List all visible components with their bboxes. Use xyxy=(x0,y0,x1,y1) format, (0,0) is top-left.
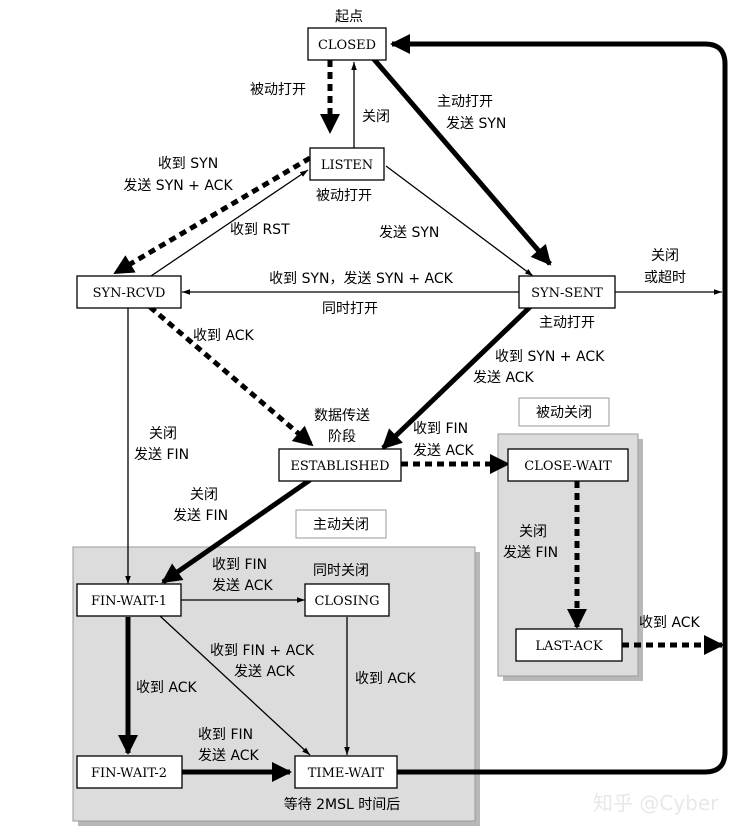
label-recv-rst: 收到 RST xyxy=(230,222,290,238)
arrow-established-to-fin-wait-1 xyxy=(161,477,312,585)
label-recv-fin-line1: 收到 FIN xyxy=(413,421,468,437)
state-closing: CLOSING xyxy=(304,583,390,617)
active-close-title: 主动关闭 xyxy=(313,517,369,533)
state-last-ack-label: LAST-ACK xyxy=(535,639,603,654)
label-recv-ack-3: 收到 ACK xyxy=(355,671,417,687)
label-close-1: 关闭 xyxy=(362,109,390,125)
state-established-label: ESTABLISHED xyxy=(290,459,389,474)
label-passive-open-1: 被动打开 xyxy=(250,81,306,98)
label-data-line2: 阶段 xyxy=(328,429,356,445)
watermark: 知乎 @Cyber xyxy=(593,791,719,815)
label-wait-2msl: 等待 2MSL 时间后 xyxy=(284,796,401,813)
label-recv-syn-line2: 发送 SYN + ACK xyxy=(123,178,233,194)
label-recv-fin-3-line1: 收到 FIN xyxy=(198,727,253,743)
label-close-fin-a-line1: 关闭 xyxy=(149,426,177,442)
passive-close-title: 被动关闭 xyxy=(536,405,592,421)
arrow-syn-sent-to-established xyxy=(381,305,532,450)
label-simul-open: 同时打开 xyxy=(322,300,378,317)
label-recv-fin-3-line2: 发送 ACK xyxy=(198,748,260,764)
state-syn-sent: SYN-SENT xyxy=(518,275,616,309)
arrow-time-wait-to-closed xyxy=(390,34,728,775)
label-recv-finack-line2: 发送 ACK xyxy=(234,664,296,680)
state-listen-label: LISTEN xyxy=(321,158,373,173)
state-closed: CLOSED xyxy=(307,27,387,61)
arrow-listen-to-syn-sent xyxy=(385,165,534,277)
label-recv-synack-line1: 收到 SYN + ACK xyxy=(495,349,605,365)
state-time-wait: TIME-WAIT xyxy=(294,755,398,789)
state-close-wait: CLOSE-WAIT xyxy=(507,448,629,482)
arrow-listen-to-syn-rcvd xyxy=(113,155,312,276)
label-active-open-2: 主动打开 xyxy=(539,314,595,331)
state-listen: LISTEN xyxy=(309,147,385,181)
label-close-fin-c-line1: 关闭 xyxy=(519,524,547,540)
label-recv-fin-line2: 发送 ACK xyxy=(413,443,475,459)
label-close-or-timeout-line1: 关闭 xyxy=(651,248,679,264)
active-close-title-box xyxy=(295,509,387,539)
label-recv-ack-2: 收到 ACK xyxy=(639,615,701,631)
label-close-fin-b-line2: 发送 FIN xyxy=(173,508,228,524)
label-simul-syn: 收到 SYN，发送 SYN + ACK xyxy=(269,271,453,287)
label-recv-ack-1: 收到 ACK xyxy=(193,328,255,344)
state-close-wait-label: CLOSE-WAIT xyxy=(524,459,612,474)
label-recv-fin-2-line1: 收到 FIN xyxy=(212,557,267,573)
arrow-closed-to-syn-sent xyxy=(370,55,552,266)
state-closed-label: CLOSED xyxy=(318,38,376,53)
label-start: 起点 xyxy=(335,9,363,25)
state-syn-rcvd: SYN-RCVD xyxy=(76,275,182,309)
state-fin-wait-2-label: FIN-WAIT-2 xyxy=(91,766,167,781)
state-fin-wait-2: FIN-WAIT-2 xyxy=(76,755,183,789)
label-passive-open-2: 被动打开 xyxy=(316,187,372,204)
state-time-wait-label: TIME-WAIT xyxy=(308,766,385,781)
label-recv-synack-line2: 发送 ACK xyxy=(473,370,535,386)
label-recv-ack-4: 收到 ACK xyxy=(136,680,198,696)
state-fin-wait-1-label: FIN-WAIT-1 xyxy=(91,594,167,609)
label-data-line1: 数据传送 xyxy=(314,408,370,424)
passive-close-title-box xyxy=(518,397,610,427)
arrow-syn-rcvd-to-listen xyxy=(147,169,309,279)
label-recv-fin-2-line2: 发送 ACK xyxy=(212,578,274,594)
label-recv-finack-line1: 收到 FIN + ACK xyxy=(210,643,315,659)
label-active-open-line2: 发送 SYN xyxy=(446,116,506,132)
label-recv-syn-line1: 收到 SYN xyxy=(158,156,218,172)
label-close-or-timeout-line2: 或超时 xyxy=(644,270,686,286)
label-close-fin-c-line2: 发送 FIN xyxy=(503,545,558,561)
state-established: ESTABLISHED xyxy=(278,448,402,482)
label-close-fin-b-line1: 关闭 xyxy=(190,487,218,503)
state-syn-rcvd-label: SYN-RCVD xyxy=(93,286,166,301)
label-send-syn: 发送 SYN xyxy=(379,225,439,241)
label-active-open-line1: 主动打开 xyxy=(437,93,493,110)
label-close-fin-a-line2: 发送 FIN xyxy=(134,447,189,463)
arrow-fin-wait-1-to-time-wait xyxy=(159,615,311,756)
state-closing-label: CLOSING xyxy=(314,594,379,609)
state-syn-sent-label: SYN-SENT xyxy=(531,286,603,301)
state-fin-wait-1: FIN-WAIT-1 xyxy=(76,583,182,617)
state-last-ack: LAST-ACK xyxy=(515,628,623,662)
label-simul-close: 同时关闭 xyxy=(313,563,369,579)
